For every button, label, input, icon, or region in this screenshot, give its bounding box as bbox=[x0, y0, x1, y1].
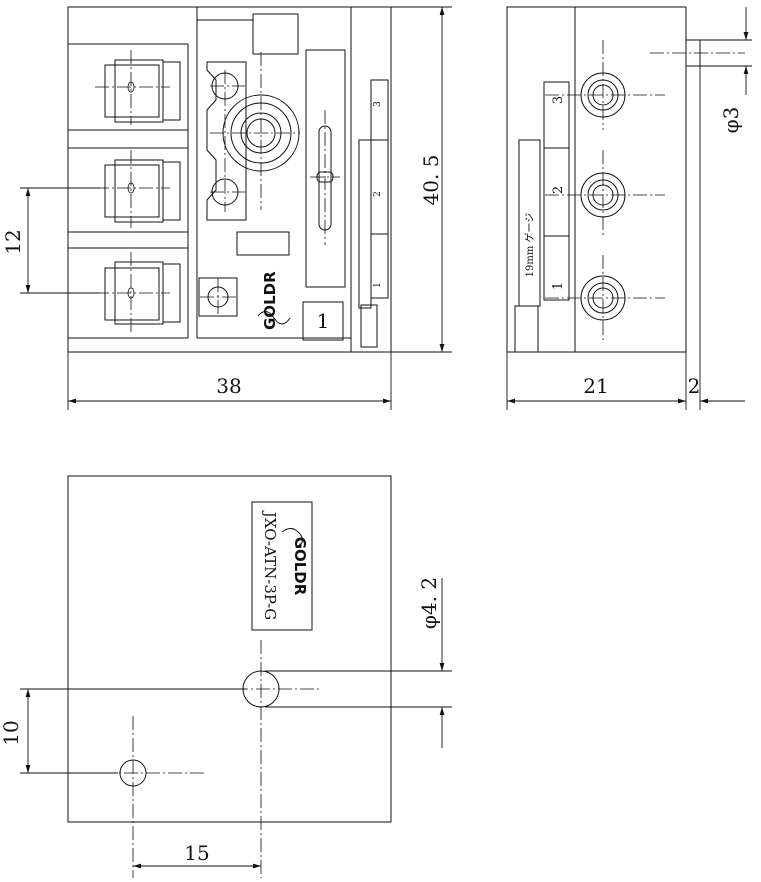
indicator-led bbox=[198, 277, 238, 317]
dim-pitch-text: 12 bbox=[1, 229, 25, 254]
side-view: φ3 3 2 bbox=[506, 6, 752, 410]
front-view-outline bbox=[67, 6, 392, 353]
side-screw-1 bbox=[545, 255, 665, 340]
terminal-number: 1 bbox=[317, 309, 330, 333]
scale-strip-front: 3 2 1 bbox=[358, 79, 389, 348]
dim-offset-side-text: 2 bbox=[688, 374, 701, 398]
dim-hole-diameter: φ4. 2 bbox=[265, 577, 452, 748]
gauge-strip: 19mm ゲージ bbox=[514, 139, 541, 353]
terminal-bottom bbox=[95, 252, 181, 332]
dim-height-front-text: 40. 5 bbox=[419, 155, 443, 206]
nameplate-model: JXO-ATN-3P-G bbox=[261, 510, 279, 620]
dim-horizontal-offset: 15 bbox=[133, 841, 261, 869]
brand-text-front: GOLDR bbox=[261, 271, 279, 330]
nameplate-brand: GOLDR bbox=[291, 537, 309, 596]
adjustment-knob bbox=[206, 52, 300, 221]
nameplate: GOLDR JXO-ATN-3P-G bbox=[251, 501, 313, 631]
logo-swirl-icon bbox=[257, 311, 291, 325]
setting-slot bbox=[305, 49, 346, 288]
mounting-pin: φ3 bbox=[650, 7, 752, 133]
terminal-top bbox=[95, 50, 181, 125]
gauge-strip-label: 19mm ゲージ bbox=[524, 213, 536, 278]
terminal-middle bbox=[95, 150, 181, 228]
dim-height-front: 40. 5 bbox=[391, 6, 452, 353]
scale-label-side-2: 2 bbox=[551, 186, 566, 194]
dim-width-front: 38 bbox=[67, 352, 392, 410]
front-view: GOLDR 1 3 2 1 40. bbox=[1, 6, 452, 410]
side-screw-3 bbox=[545, 40, 665, 130]
dim-depth-side: 21 2 bbox=[506, 66, 745, 410]
side-screw-2 bbox=[545, 150, 665, 235]
scale-label-side-1: 1 bbox=[551, 282, 566, 290]
terminal-block bbox=[68, 43, 189, 339]
scale-strip-side: 3 2 1 bbox=[543, 81, 570, 301]
dim-pin-diameter-text: φ3 bbox=[719, 107, 743, 134]
side-view-outline bbox=[506, 6, 687, 353]
brand-logo-front: GOLDR bbox=[261, 271, 279, 330]
dim-horizontal-offset-text: 15 bbox=[184, 841, 209, 865]
dim-vertical-offset-text: 10 bbox=[0, 720, 23, 745]
mounting-hole-small bbox=[80, 716, 205, 878]
dim-hole-diameter-text: φ4. 2 bbox=[417, 577, 441, 629]
bottom-view: GOLDR JXO-ATN-3P-G φ4. 2 bbox=[0, 475, 452, 878]
scale-label-front-2: 2 bbox=[373, 191, 383, 197]
scale-label-front-3: 3 bbox=[373, 101, 383, 107]
scale-label-side-3: 3 bbox=[551, 96, 566, 104]
bottom-view-outline bbox=[67, 475, 392, 823]
dim-pitch: 12 bbox=[1, 187, 100, 294]
dim-width-front-text: 38 bbox=[216, 374, 241, 398]
dim-depth-side-text: 21 bbox=[583, 374, 608, 398]
scale-label-front-1: 1 bbox=[373, 282, 383, 288]
nameplate-logo-swirl-icon bbox=[281, 528, 304, 547]
terminal-number-box bbox=[302, 301, 344, 341]
dim-vertical-offset: 10 bbox=[0, 688, 246, 774]
nameplate-border bbox=[251, 501, 313, 631]
